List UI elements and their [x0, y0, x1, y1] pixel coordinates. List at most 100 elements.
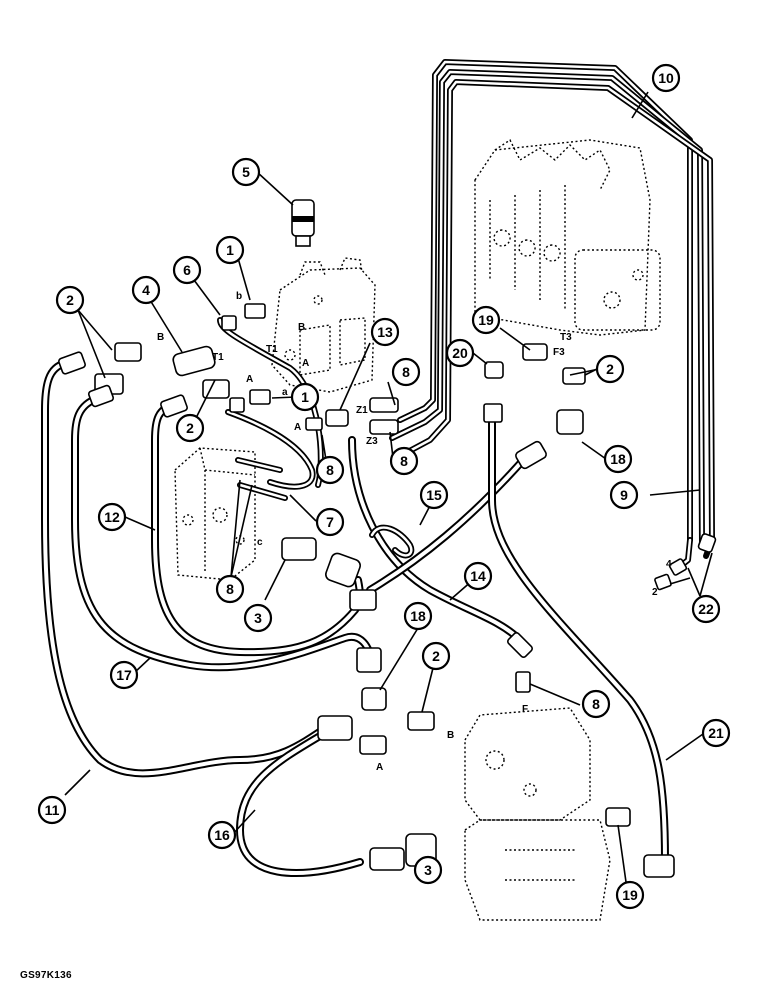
callout-18: 18 [603, 444, 633, 474]
port-label-B-lower: B [447, 730, 454, 741]
callout-13-label: 13 [377, 324, 393, 340]
callout-19: 19 [471, 305, 501, 335]
port-label-4: 4 [666, 559, 672, 570]
callout-5: 5 [231, 157, 261, 187]
hose-11 [41, 358, 334, 778]
port-label-F3: F3 [553, 347, 565, 358]
port-label-a: a [282, 387, 288, 398]
callout-11: 11 [37, 795, 67, 825]
callout-2: 2 [421, 641, 451, 671]
callout-6: 6 [172, 255, 202, 285]
callout-14-label: 14 [470, 568, 486, 584]
callout-2: 2 [55, 285, 85, 315]
callout-20: 20 [445, 338, 475, 368]
pilot-valve-block [271, 257, 376, 393]
port-label-c: c [257, 537, 263, 548]
callout-8: 8 [581, 689, 611, 719]
port-label-F: F [522, 704, 528, 715]
tube-ends-22 [654, 533, 717, 591]
callout-1: 1 [290, 382, 320, 412]
solenoid-valve-block [174, 447, 256, 581]
callout-17: 17 [109, 660, 139, 690]
callout-10-label: 10 [658, 70, 674, 86]
callout-13: 13 [370, 317, 400, 347]
callout-7: 7 [315, 507, 345, 537]
callout-3: 3 [243, 603, 273, 633]
callout-7-label: 7 [326, 514, 334, 530]
callout-3: 3 [413, 855, 443, 885]
callout-16: 16 [207, 820, 237, 850]
callout-3-label: 3 [424, 862, 432, 878]
hose-16 [236, 726, 364, 877]
callout-12: 12 [97, 502, 127, 532]
leader-lines [64, 91, 713, 883]
callout-19-label: 19 [622, 887, 638, 903]
hose-17 [71, 394, 376, 672]
figure-code: GS97K136 [20, 970, 72, 981]
port-label-B-block: B [298, 322, 305, 333]
callout-5-label: 5 [242, 164, 250, 180]
callout-8-label: 8 [326, 462, 334, 478]
callout-2: 2 [595, 354, 625, 384]
callout-18-label: 18 [610, 451, 626, 467]
main-control-valve-bank [474, 138, 661, 336]
callout-19-label: 19 [478, 312, 494, 328]
port-labels: b B T1 B T1 A A a A Z1 Z3 F3 T3 c F B A … [157, 291, 672, 773]
callout-17-label: 17 [116, 667, 132, 683]
clamp-15 [369, 524, 415, 559]
callout-15: 15 [419, 480, 449, 510]
hose-14 [348, 436, 524, 644]
callout-22: 22 [691, 594, 721, 624]
callout-6-label: 6 [183, 262, 191, 278]
port-label-T1-block: T1 [266, 344, 278, 355]
callout-20-label: 20 [452, 345, 468, 361]
callout-2-label: 2 [186, 420, 194, 436]
callout-8-label: 8 [402, 364, 410, 380]
callout-8-label: 8 [400, 453, 408, 469]
port-label-Z3: Z3 [366, 436, 378, 447]
callout-10: 10 [651, 63, 681, 93]
port-label-A-dash: A [246, 374, 253, 385]
callout-3-label: 3 [254, 610, 262, 626]
callout-4: 4 [131, 275, 161, 305]
callout-8: 8 [215, 574, 245, 604]
port-label-b: b [236, 291, 242, 302]
callout-22-label: 22 [698, 601, 714, 617]
callout-11-label: 11 [45, 802, 60, 818]
callout-2: 2 [175, 413, 205, 443]
callout-14: 14 [463, 561, 493, 591]
hose-21 [488, 416, 669, 864]
port-label-A-block: A [302, 358, 309, 369]
callout-15-label: 15 [426, 487, 442, 503]
port-label-T3: T3 [560, 332, 572, 343]
fittings [58, 199, 675, 878]
callout-9-label: 9 [620, 487, 628, 503]
callout-4-label: 4 [142, 282, 150, 298]
callout-8: 8 [315, 455, 345, 485]
callout-21-label: 21 [708, 725, 724, 741]
callout-8-label: 8 [592, 696, 600, 712]
hose-18-upper [366, 454, 529, 594]
callout-1-label: 1 [226, 242, 234, 258]
callout-9: 9 [609, 480, 639, 510]
port-label-2: 2 [652, 587, 658, 598]
callout-8-label: 8 [226, 581, 234, 597]
port-label-B-hose: B [157, 332, 164, 343]
callout-18-label: 18 [410, 608, 426, 624]
callout-8: 8 [391, 357, 421, 387]
callout-2-label: 2 [432, 648, 440, 664]
callout-16-label: 16 [214, 827, 230, 843]
callout-19: 19 [615, 880, 645, 910]
callout-21: 21 [701, 718, 731, 748]
callout-2-label: 2 [606, 361, 614, 377]
swivel-motor-block [464, 707, 611, 921]
callout-8: 8 [389, 446, 419, 476]
port-label-A-lower: A [376, 762, 383, 773]
port-label-Z1: Z1 [356, 405, 368, 416]
port-label-T1: T1 [212, 352, 224, 363]
callout-18: 18 [403, 601, 433, 631]
steel-pipe-10 [389, 59, 715, 548]
callout-2-label: 2 [66, 292, 74, 308]
callout-1: 1 [215, 235, 245, 265]
